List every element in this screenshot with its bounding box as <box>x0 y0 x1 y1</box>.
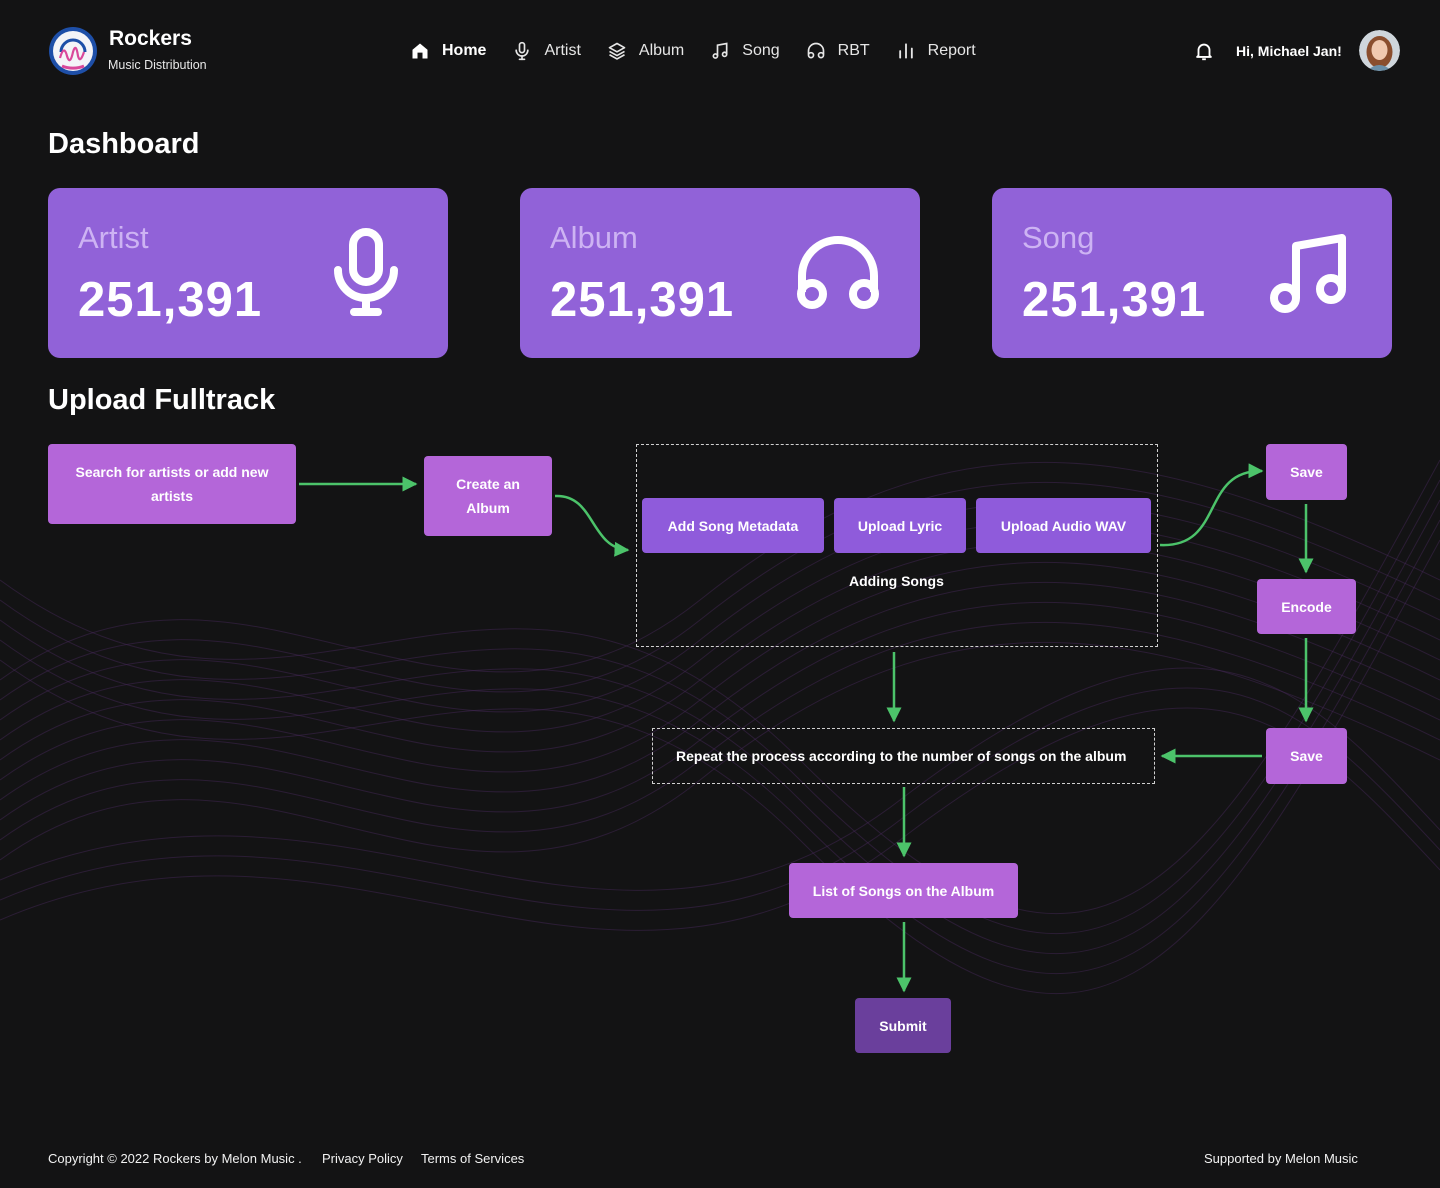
home-icon <box>412 43 428 59</box>
terms-link[interactable]: Terms of Services <box>421 1151 525 1166</box>
bar-chart-icon <box>898 43 913 59</box>
upload-lyric-step[interactable]: Upload Lyric <box>834 498 966 553</box>
save-step-1[interactable]: Save <box>1266 444 1347 500</box>
nav-album-label: Album <box>638 42 685 59</box>
upload-title: Upload Fulltrack <box>48 384 276 416</box>
footer-supported: Supported by Melon Music <box>1204 1151 1358 1166</box>
microphone-icon <box>515 41 530 61</box>
album-card-value: 251,391 <box>550 273 735 327</box>
nav-rbt-label: RBT <box>837 42 870 59</box>
song-card-label: Song <box>1022 220 1095 255</box>
save-step-2[interactable]: Save <box>1266 728 1347 784</box>
headphones-icon <box>807 42 824 59</box>
album-stat-card[interactable]: Album 251,391 <box>520 188 920 358</box>
create-album-step[interactable]: Create an Album <box>424 456 552 536</box>
brand-logo-icon[interactable] <box>48 26 98 76</box>
nav-rbt[interactable]: RBT <box>806 41 870 61</box>
arrow-album-to-songs <box>554 494 630 557</box>
nav-home-label: Home <box>442 42 487 59</box>
adding-songs-group <box>636 444 1158 647</box>
music-note-icon <box>1270 234 1346 313</box>
artist-stat-card[interactable]: Artist 251,391 <box>48 188 448 358</box>
nav-song-label: Song <box>742 42 780 59</box>
nav-report[interactable]: Report <box>896 41 976 61</box>
nav-artist[interactable]: Artist <box>512 41 581 61</box>
artist-card-value: 251,391 <box>78 273 263 327</box>
avatar[interactable] <box>1359 30 1400 71</box>
adding-songs-caption: Adding Songs <box>849 573 944 589</box>
artist-card-label: Artist <box>78 220 149 255</box>
bell-icon[interactable] <box>1193 40 1215 62</box>
repeat-process-caption: Repeat the process according to the numb… <box>676 748 1127 764</box>
main-nav: Home Artist Album Song RBT Report <box>410 38 1002 64</box>
nav-album[interactable]: Album <box>607 41 684 61</box>
microphone-icon <box>334 228 398 316</box>
nav-home[interactable]: Home <box>410 41 486 61</box>
privacy-policy-link[interactable]: Privacy Policy <box>322 1151 403 1166</box>
add-song-metadata-step[interactable]: Add Song Metadata <box>642 498 824 553</box>
nav-artist-label: Artist <box>544 42 581 59</box>
footer-copyright: Copyright © 2022 Rockers by Melon Music … <box>48 1151 302 1166</box>
brand-subtitle: Music Distribution <box>108 58 207 72</box>
layers-icon <box>608 42 626 60</box>
dashboard-title: Dashboard <box>48 128 200 160</box>
arrow-songs-to-save <box>1159 463 1264 547</box>
nav-song[interactable]: Song <box>710 41 780 61</box>
song-stat-card[interactable]: Song 251,391 <box>992 188 1392 358</box>
encode-step[interactable]: Encode <box>1257 579 1356 634</box>
repeat-group <box>652 728 1155 784</box>
album-card-label: Album <box>550 220 638 255</box>
headphones-icon <box>797 236 879 309</box>
nav-report-label: Report <box>927 42 976 59</box>
upload-audio-wav-step[interactable]: Upload Audio WAV <box>976 498 1151 553</box>
brand-title: Rockers <box>109 27 192 50</box>
song-list-step[interactable]: List of Songs on the Album <box>789 863 1018 918</box>
music-note-icon <box>712 42 728 59</box>
song-card-value: 251,391 <box>1022 273 1207 327</box>
user-greeting: Hi, Michael Jan! <box>1236 43 1342 59</box>
search-artists-step[interactable]: Search for artists or add new artists <box>48 444 296 524</box>
submit-button[interactable]: Submit <box>855 998 951 1053</box>
